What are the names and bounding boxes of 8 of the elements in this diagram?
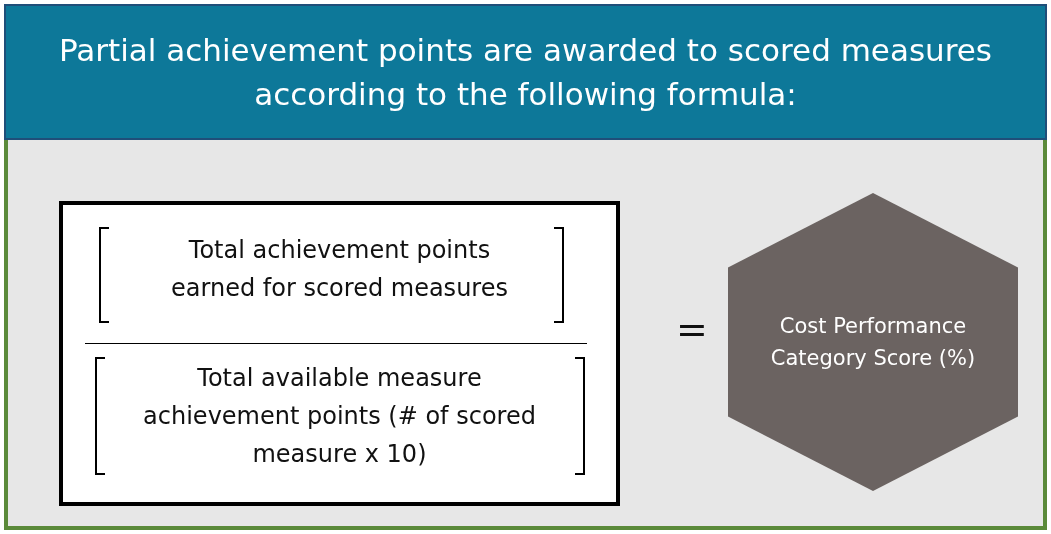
- header-banner: Partial achievement points are awarded to scored measures according to the following formula:: [4, 4, 1047, 140]
- numerator-text: Total achievement points earned for scored measures: [170, 235, 509, 304]
- hexagon: [728, 193, 1018, 491]
- formula-box: [59, 201, 620, 506]
- denominator-text: Total available measure achievement points (# of scored measure x 10): [142, 363, 537, 470]
- equals-sign: =: [676, 310, 708, 348]
- panel: [4, 140, 1047, 530]
- hexagon-label: Cost Performance Category Score (%): [769, 313, 977, 372]
